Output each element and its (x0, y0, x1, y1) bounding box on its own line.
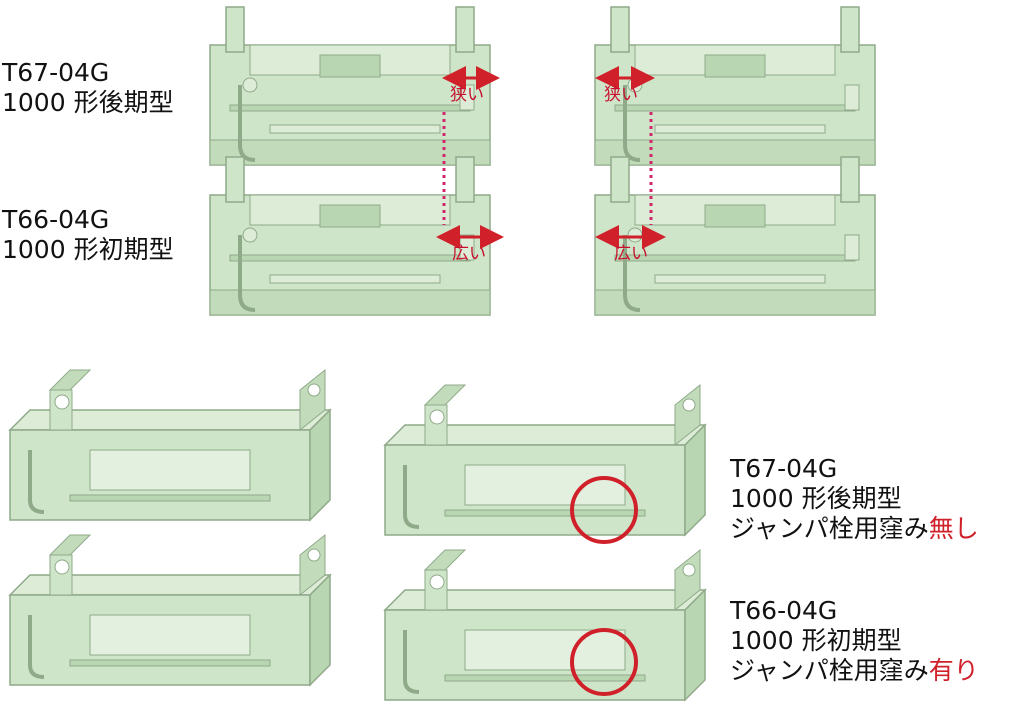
bottom-label-desc-2: ジャンパ栓用窪み有り (730, 656, 979, 686)
iso-part-t67-right (383, 383, 707, 537)
gap-label-wide-right: 広い (614, 244, 648, 264)
bottom-label-desc-1: ジャンパ栓用窪み無し (730, 514, 979, 544)
iso-part-t67-left (8, 368, 332, 522)
bottom-flag-2: 有り (928, 656, 979, 685)
bottom-label-name-2: 1000 形初期型 (730, 626, 902, 655)
gap-label-wide-left: 広い (452, 244, 486, 264)
gap-label-narrow-right: 狭い (604, 85, 638, 105)
gap-label-narrow-left: 狭い (450, 85, 484, 105)
iso-part-t66-right (383, 548, 707, 702)
highlight-circle-t67 (570, 476, 638, 544)
highlight-circle-t66 (570, 628, 638, 696)
bottom-flag-1: 無し (928, 514, 979, 543)
bottom-label-code-1: T67-04G (730, 454, 838, 483)
top-label-code-2: T66-04G (2, 205, 110, 234)
top-part-t67-left (208, 5, 492, 167)
iso-part-t66-left (8, 533, 332, 687)
bottom-desc-text-2: ジャンパ栓用窪み (730, 656, 929, 685)
top-label-name-1: 1000 形後期型 (2, 88, 174, 117)
bottom-label-name-1: 1000 形後期型 (730, 484, 902, 513)
top-label-name-2: 1000 形初期型 (2, 235, 174, 264)
bottom-label-code-2: T66-04G (730, 596, 838, 625)
bottom-desc-text-1: ジャンパ栓用窪み (730, 514, 929, 543)
top-label-code-1: T67-04G (2, 58, 110, 87)
